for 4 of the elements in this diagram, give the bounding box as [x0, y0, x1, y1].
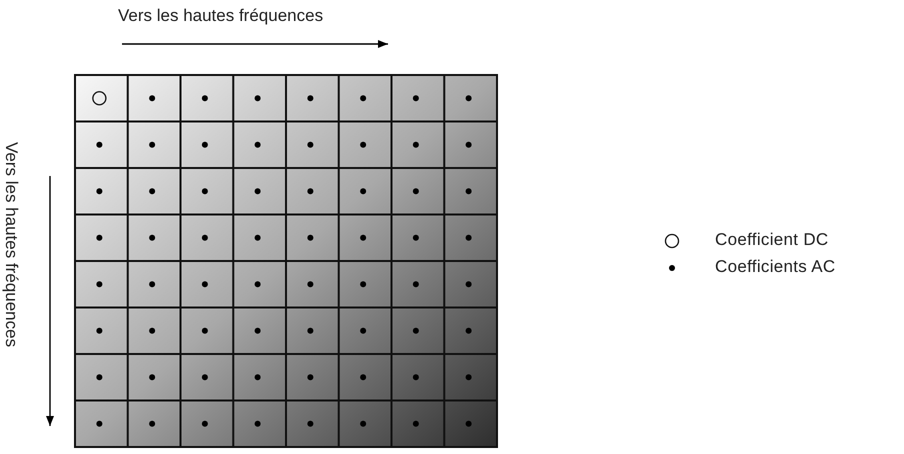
axis-label: Vers les hautes fréquences [118, 6, 324, 26]
legend-label: Coefficient DC [715, 230, 828, 250]
axis-label: Vers les hautes fréquences [1, 142, 21, 348]
legend-label: Coefficients AC [715, 257, 836, 277]
